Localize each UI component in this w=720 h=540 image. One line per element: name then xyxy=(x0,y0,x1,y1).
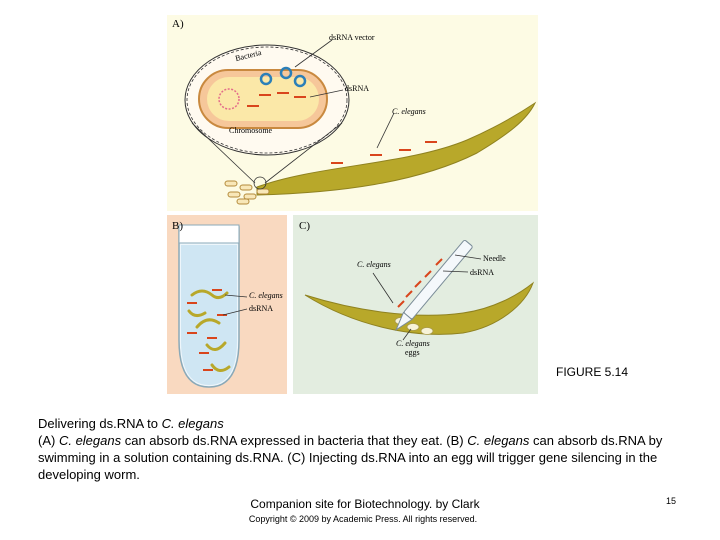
panel-a-label: A) xyxy=(172,18,184,30)
c-dsrna-label: dsRNA xyxy=(470,268,495,277)
panel-b-illustration xyxy=(178,224,248,388)
figure-caption: Delivering ds.RNA to C. elegans (A) C. e… xyxy=(38,415,698,483)
caption-body: (A) C. elegans can absorb ds.RNA express… xyxy=(38,432,698,483)
c-c-elegans-label: C. elegans xyxy=(357,260,391,269)
panel-a-illustration xyxy=(184,39,537,205)
swimming-worms xyxy=(187,289,231,372)
worm-c xyxy=(304,281,535,335)
needle-label: Needle xyxy=(483,254,506,263)
eggs-label-line2: eggs xyxy=(405,348,420,357)
worm-large xyxy=(256,101,537,196)
caption-title: Delivering ds.RNA to C. elegans xyxy=(38,415,698,432)
bacteria-cluster xyxy=(224,180,270,205)
page-number: 15 xyxy=(666,496,677,506)
figure-panel-b: B) C. elegans dsRNA xyxy=(167,215,287,394)
dsrna-marks-b xyxy=(187,289,227,371)
dsrna-label: dsRNA xyxy=(345,84,370,93)
solution xyxy=(181,245,237,385)
caption-part-b-species: C. elegans xyxy=(467,433,530,448)
b-dsrna-label: dsRNA xyxy=(249,304,274,313)
dsrna-marks-c xyxy=(397,258,443,308)
dsrna-vector-label: dsRNA vector xyxy=(329,33,375,42)
figure-panel-c: C) C. elegans Needle dsRNA C. elegans eg… xyxy=(293,215,538,394)
copyright-line: Copyright © 2009 by Academic Press. All … xyxy=(248,514,478,524)
caption-part-a-label: (A) xyxy=(38,433,59,448)
figure-panel-a: A) Bacteria dsRNA vector dsRNA Chromosom… xyxy=(167,15,538,211)
b-c-elegans-label: C. elegans xyxy=(249,291,283,300)
caption-title-species: C. elegans xyxy=(161,416,224,431)
caption-part-a-text: can absorb ds.RNA expressed in bacteria … xyxy=(121,433,468,448)
figure-number: FIGURE 5.14 xyxy=(556,365,629,379)
eggs-label-line1: C. elegans xyxy=(396,339,430,348)
chromosome xyxy=(218,88,240,110)
dsrna-marks xyxy=(247,92,437,164)
chromosome-label: Chromosome xyxy=(229,126,273,135)
panel-c-illustration xyxy=(304,239,535,341)
c-elegans-label: C. elegans xyxy=(392,107,426,116)
panel-c-label: C) xyxy=(299,220,310,232)
caption-title-prefix: Delivering ds.RNA to xyxy=(38,416,162,431)
caption-part-b-text: can absorb ds.RNA by swimming in a solut… xyxy=(38,433,663,482)
panel-b-label: B) xyxy=(172,220,183,232)
plasmids xyxy=(259,66,307,88)
companion-site-line: Companion site for Biotechnology. by Cla… xyxy=(250,497,480,511)
needle xyxy=(395,239,473,332)
caption-part-a-species: C. elegans xyxy=(58,433,122,448)
